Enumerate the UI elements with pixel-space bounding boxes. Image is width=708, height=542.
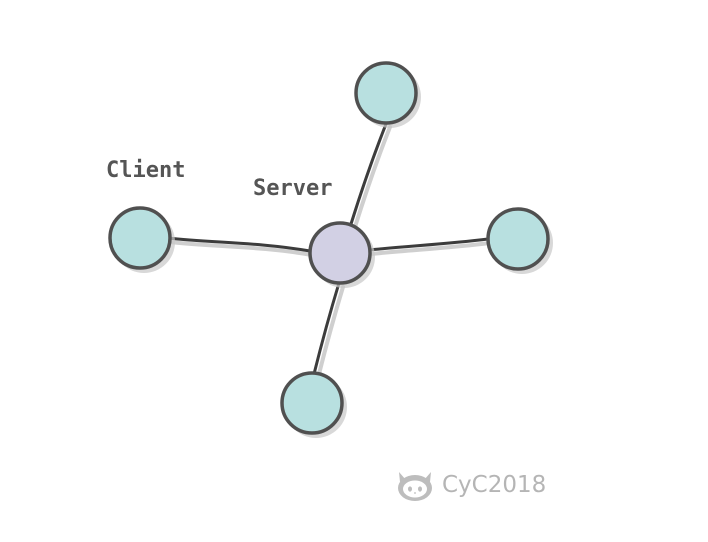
client-node-bottom — [280, 371, 344, 435]
client-node-top — [354, 61, 418, 125]
edge-server-top — [349, 122, 388, 226]
server-label: Server — [253, 176, 333, 201]
watermark: CyC2018 — [394, 468, 546, 502]
server-node — [308, 221, 372, 285]
watermark-text: CyC2018 — [442, 472, 547, 498]
edge-server-right — [367, 237, 490, 252]
edges — [166, 122, 490, 376]
client-node-right — [486, 207, 550, 271]
edge-server-bottom — [312, 281, 341, 376]
client-label: Client — [106, 158, 186, 183]
edge-client-server — [166, 236, 312, 253]
github-octocat-icon — [398, 472, 432, 501]
client-node — [108, 206, 172, 270]
edge-shadows — [168, 125, 492, 380]
